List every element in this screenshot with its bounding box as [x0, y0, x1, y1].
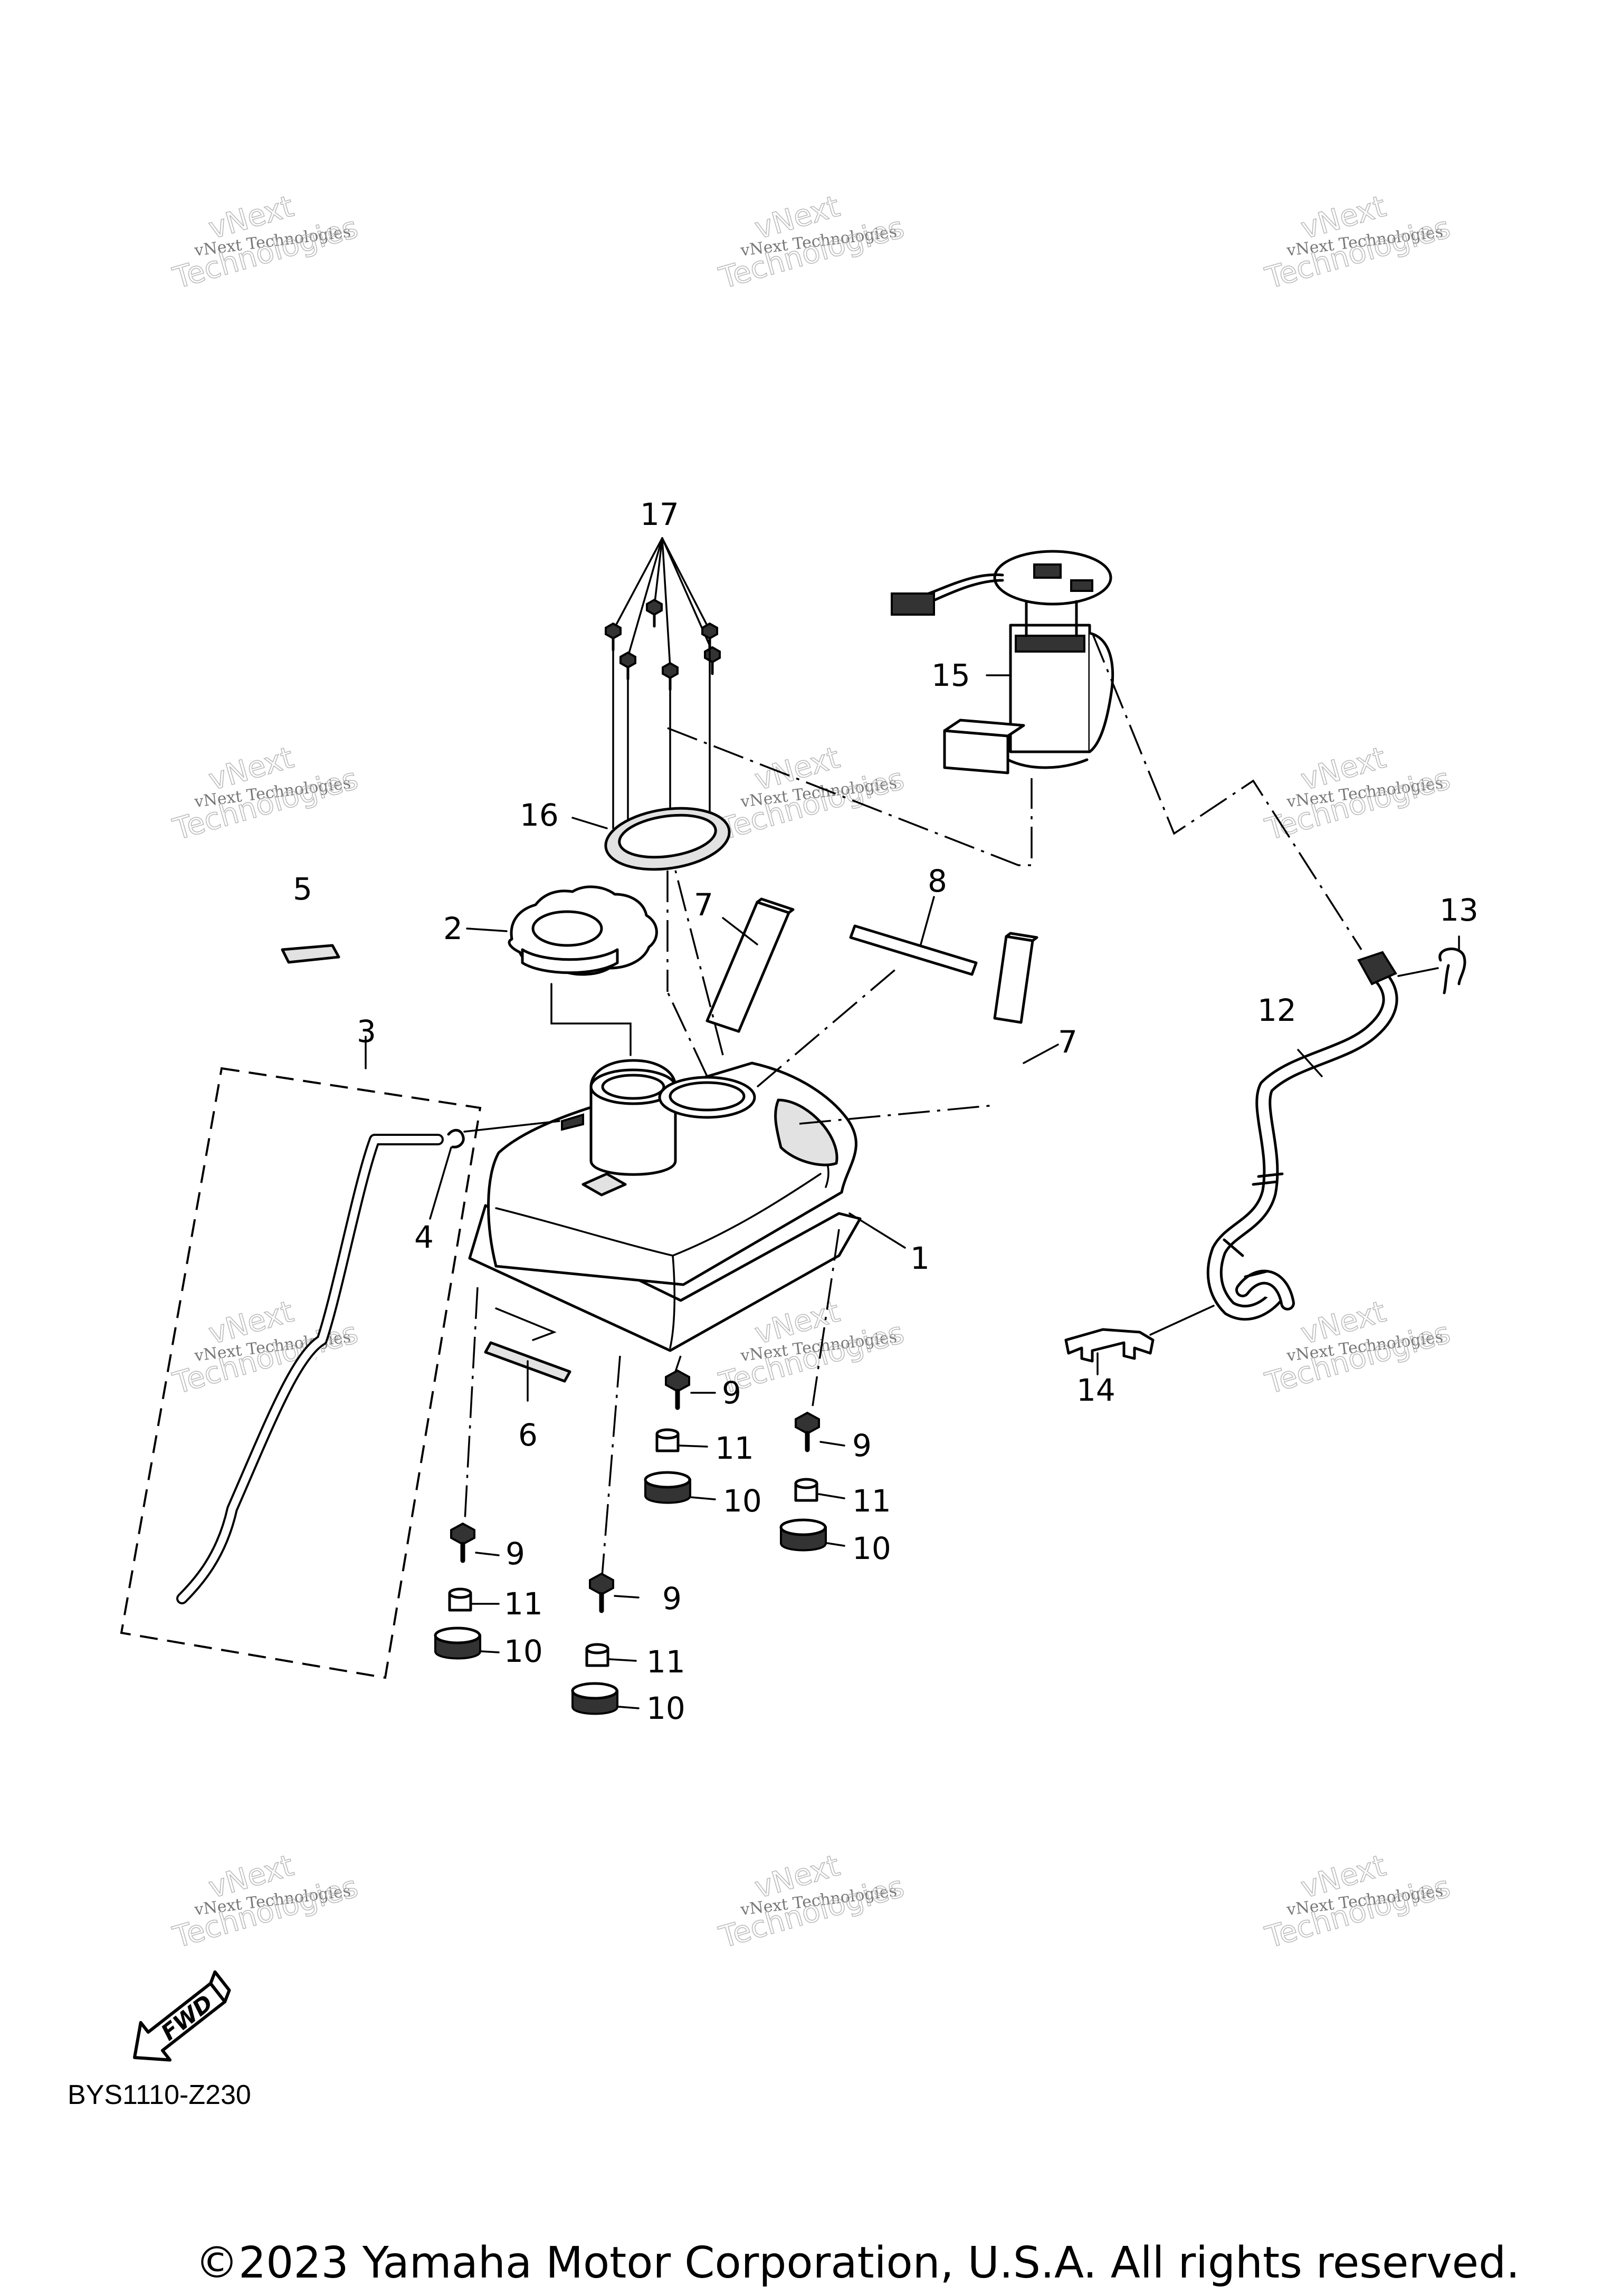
screw-icon	[646, 598, 663, 628]
callout-9d: 9	[852, 1428, 872, 1463]
part-10-grommet[interactable]	[571, 1682, 618, 1715]
part-14-clamp[interactable]	[1064, 1328, 1155, 1363]
callout-7b: 7	[1058, 1024, 1078, 1060]
part-11-collar[interactable]	[448, 1587, 472, 1612]
part-1-fuel-tank[interactable]	[468, 1059, 862, 1352]
callout-15: 15	[931, 657, 970, 693]
part-7-damper-upper[interactable]	[705, 897, 795, 1033]
callout-9a: 9	[506, 1536, 525, 1572]
part-3-breather-hose-kit[interactable]	[120, 1067, 482, 1679]
part-7-damper-lower[interactable]	[993, 932, 1038, 1024]
callout-2: 2	[443, 911, 463, 946]
callout-1: 1	[910, 1240, 930, 1276]
part-13-clip[interactable]	[1438, 948, 1466, 994]
callout-7a: 7	[694, 887, 713, 923]
callout-12: 12	[1257, 992, 1296, 1028]
part-9-bolt[interactable]	[795, 1411, 820, 1452]
part-9-bolt[interactable]	[665, 1369, 690, 1410]
part-2-fuel-cap[interactable]	[508, 885, 658, 976]
callout-11b: 11	[646, 1644, 685, 1680]
part-9-bolt[interactable]	[450, 1522, 475, 1563]
screw-icon	[701, 622, 718, 652]
callout-11c: 11	[715, 1430, 754, 1466]
part-9-bolt[interactable]	[589, 1572, 614, 1613]
part-11-collar[interactable]	[585, 1643, 609, 1667]
fwd-arrow-icon: FWD	[133, 1970, 231, 2062]
part-10-grommet[interactable]	[644, 1471, 691, 1504]
screw-icon	[704, 646, 721, 675]
screw-icon	[662, 662, 679, 691]
callout-13: 13	[1439, 892, 1479, 928]
callout-9b: 9	[662, 1581, 682, 1616]
part-8-damper-bar[interactable]	[849, 924, 978, 976]
callout-10d: 10	[852, 1530, 891, 1566]
part-16-gasket[interactable]	[571, 801, 733, 877]
part-5-label[interactable]	[281, 944, 340, 964]
callout-11a: 11	[504, 1586, 543, 1622]
part-17-screws[interactable]	[605, 537, 721, 856]
copyright: ©2023 Yamaha Motor Corporation, U.S.A. A…	[195, 2238, 1520, 2288]
callout-10b: 10	[646, 1690, 685, 1726]
callout-10c: 10	[723, 1483, 762, 1519]
callout-3: 3	[357, 1013, 376, 1049]
screw-icon	[605, 622, 622, 652]
callout-5: 5	[293, 871, 312, 907]
screw-icon	[619, 651, 636, 681]
callout-labels: 1 2 3 4 5 6 7 7 8 9 11 10 9 11 10 9 11 1…	[293, 496, 1479, 1726]
callout-9c: 9	[722, 1375, 741, 1411]
callout-11d: 11	[852, 1483, 891, 1519]
callout-4: 4	[414, 1219, 434, 1255]
part-11-collar[interactable]	[794, 1478, 818, 1502]
callout-14: 14	[1076, 1372, 1115, 1408]
part-15-fuel-pump[interactable]	[891, 550, 1114, 774]
part-10-grommet[interactable]	[434, 1627, 481, 1660]
part-11-collar[interactable]	[655, 1428, 680, 1452]
callout-10a: 10	[504, 1633, 543, 1669]
part-10-grommet[interactable]	[779, 1518, 827, 1552]
callout-16: 16	[520, 797, 559, 833]
part-4-clip[interactable]	[447, 1128, 465, 1149]
part-12-fuel-hose[interactable]	[1206, 951, 1398, 1321]
callout-8: 8	[928, 863, 947, 899]
callout-6: 6	[518, 1417, 538, 1453]
diagram-code: BYS1110-Z230	[68, 2080, 251, 2110]
callout-17: 17	[640, 496, 679, 532]
